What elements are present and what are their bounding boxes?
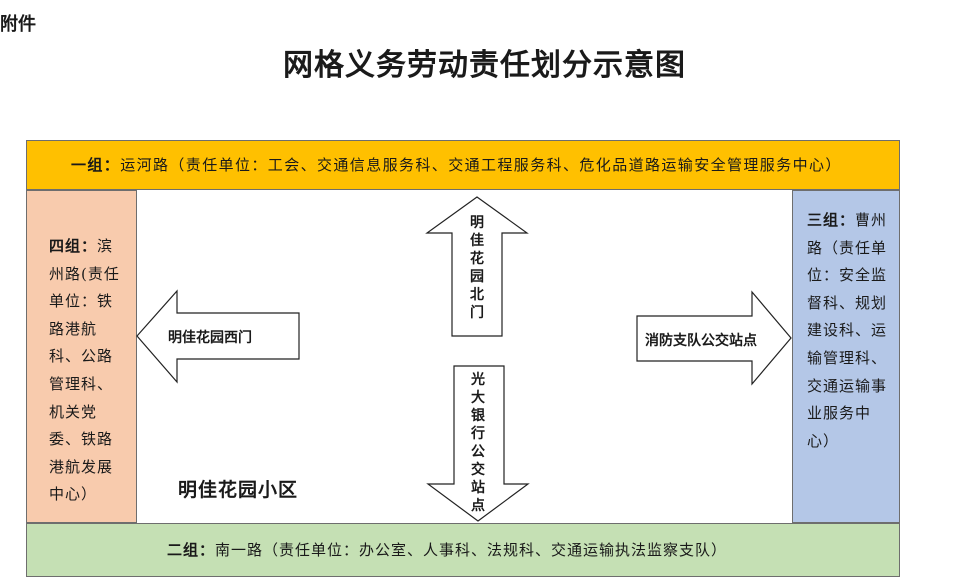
page-title: 网格义务劳动责任划分示意图 [283, 48, 686, 83]
north-arrow [425, 196, 529, 337]
east-arrow [636, 290, 792, 386]
group-1-text: 运河路（责任单位：工会、交通信息服务科、交通工程服务科、危化品道路运输安全管理服… [120, 156, 842, 174]
group-2-label: 二组： [167, 541, 216, 559]
community-name: 明佳花园小区 [178, 479, 299, 501]
east-band-group-3: 三组：曹州路（责任单位：安全监督科、规划建设科、运输管理科、交通运输事业服务中心… [792, 190, 900, 523]
group-1-label: 一组： [71, 156, 121, 174]
north-gate-label: 明佳花园北门 [470, 215, 484, 321]
south-arrow [426, 365, 530, 522]
group-3-text: 曹州路（责任单位：安全监督科、规划建设科、运输管理科、交通运输事业服务中心） [807, 211, 888, 450]
group-4-text: 滨州路(责任单位：铁路港航科、公路管理科、机关党委、铁路港航发展中心） [49, 237, 120, 504]
group-3-label: 三组： [807, 211, 856, 229]
annex-label: 附件 [0, 14, 36, 35]
south-band-group-2: 二组：南一路（责任单位：办公室、人事科、法规科、交通运输执法监察支队） [26, 523, 900, 577]
group-2-text: 南一路（责任单位：办公室、人事科、法规科、交通运输执法监察支队） [215, 541, 728, 559]
west-band-group-4: 四组：滨州路(责任单位：铁路港航科、公路管理科、机关党委、铁路港航发展中心） [26, 190, 137, 523]
group-4-label: 四组： [49, 237, 98, 255]
north-band-group-1: 一组：运河路（责任单位：工会、交通信息服务科、交通工程服务科、危化品道路运输安全… [26, 140, 900, 190]
west-gate-label: 明佳花园西门 [168, 330, 252, 346]
west-arrow [136, 289, 300, 384]
everbright-bank-stop-label: 光大银行公交站点 [471, 372, 485, 514]
fire-brigade-stop-label: 消防支队公交站点 [645, 333, 757, 349]
